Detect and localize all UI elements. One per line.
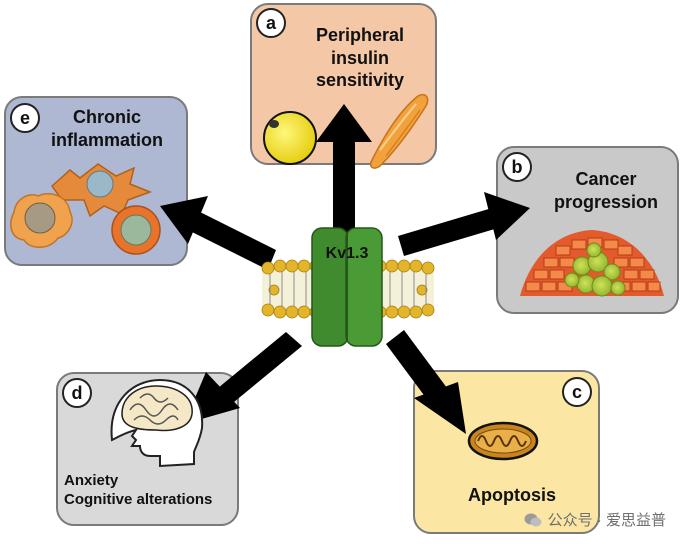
head-brain-illustration [110,378,204,468]
panel-c-title: Apoptosis [468,485,556,505]
panel-d-letter: d [62,378,92,408]
wechat-icon [524,513,542,526]
panel-a-letter: a [256,8,286,38]
arrow-to-b [398,192,530,256]
kv13-channel [311,227,383,347]
channel-label: Kv1.3 [325,245,369,262]
panel-c-letter: c [562,377,592,407]
arrow-to-c [386,330,466,434]
watermark: 公众号 · 爱思益普 [524,509,666,530]
mitochondrion-illustration [467,421,539,461]
panel-b-letter: b [502,152,532,182]
arrow-to-e [160,196,276,270]
muscle-cell-illustration [369,94,429,169]
tumor-illustration [520,230,664,297]
panel-e-title: Chronic inflammation [50,107,163,150]
adipocyte-illustration [263,111,317,165]
immune-cells-illustration [10,163,161,255]
panel-d-title: Anxiety Cognitive alterations [64,472,213,508]
arrow-to-a [316,104,372,240]
panel-a-title: Peripheral insulin sensitivity [315,25,405,90]
panel-e-letter: e [10,103,40,133]
panel-b-title: Cancer progression [553,169,659,212]
watermark-text: 公众号 · 爱思益普 [547,512,666,529]
